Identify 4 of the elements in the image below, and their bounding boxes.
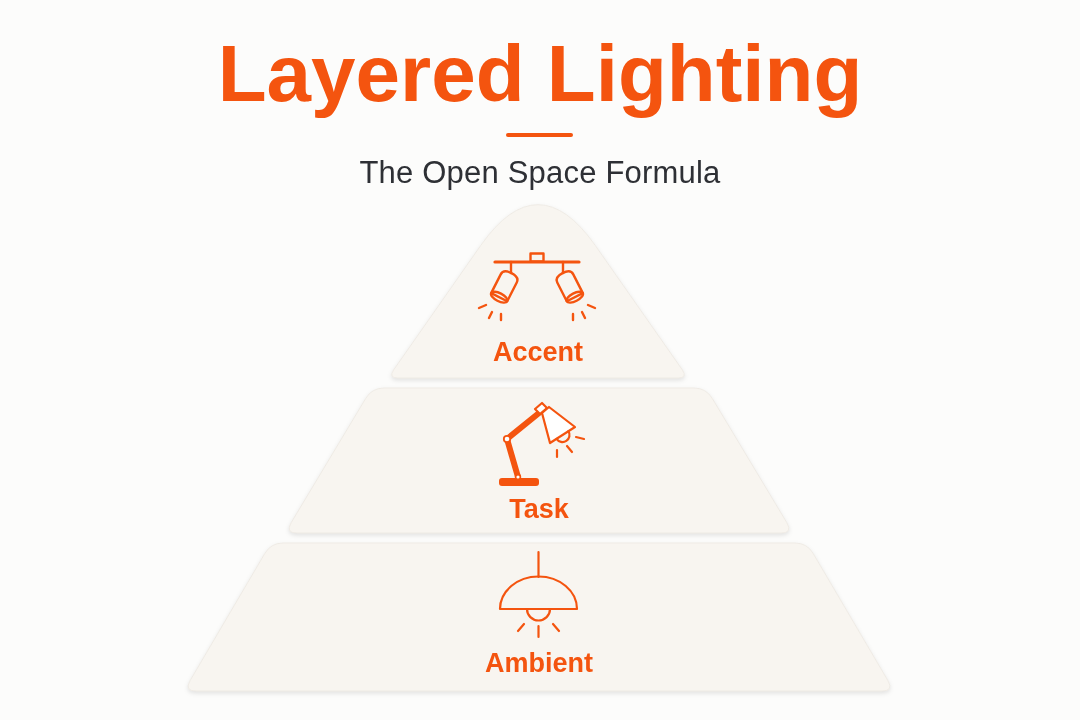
tier-label: Task — [509, 496, 569, 523]
subtitle: The Open Space Formula — [359, 157, 721, 188]
tier-label: Accent — [493, 339, 583, 366]
tier-label: Ambient — [485, 650, 593, 677]
